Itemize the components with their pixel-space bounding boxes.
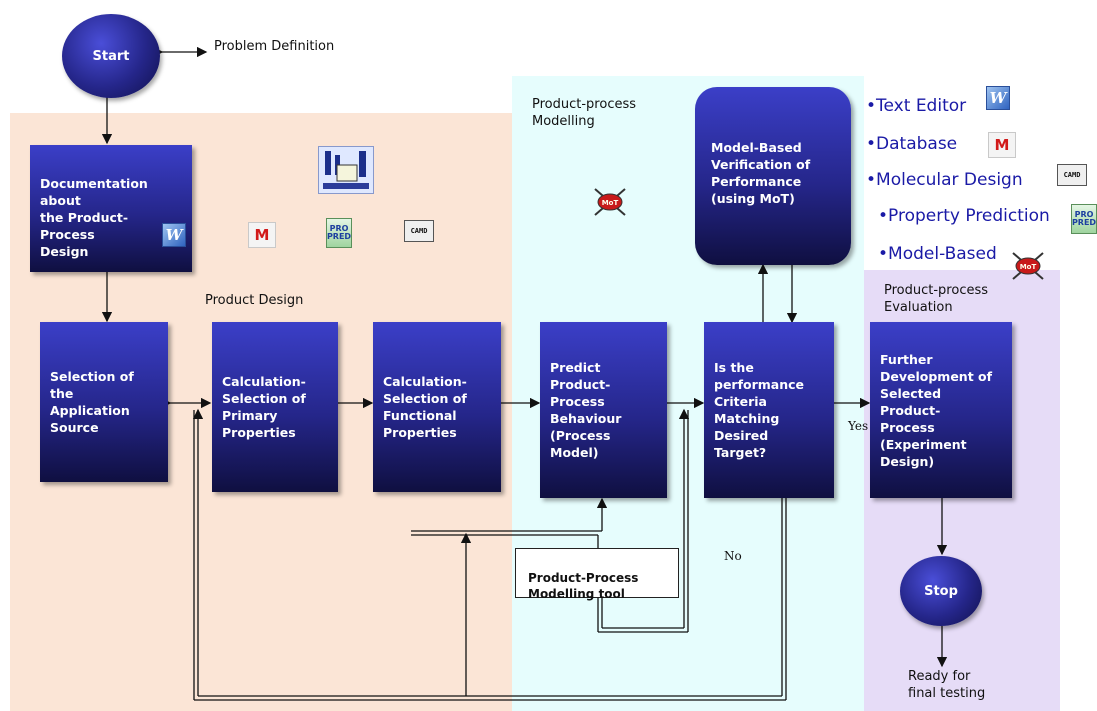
tool-database: •Database — [866, 134, 958, 154]
stop-label: Stop — [924, 583, 958, 599]
predict-label: Predict Product-Process Behaviour (Proce… — [550, 360, 622, 460]
product-design-label: Product Design — [205, 293, 304, 308]
svg-text:MoT: MoT — [1020, 263, 1037, 271]
start-node: Start — [62, 14, 160, 98]
predict-box: Predict Product-Process Behaviour (Proce… — [540, 322, 667, 498]
modelling-tool-box: Product-Process Modelling tool — [515, 548, 679, 601]
further-development-label: Further Development of Selected Product-… — [880, 351, 993, 469]
criteria-box: Is the performance Criteria Matching Des… — [704, 322, 834, 498]
no-label: No — [724, 549, 742, 563]
calc-primary-label: Calculation- Selection of Primary Proper… — [222, 374, 306, 440]
yes-label: Yes — [848, 419, 869, 433]
calc-functional-label: Calculation- Selection of Functional Pro… — [383, 374, 467, 440]
process-image-icon — [318, 146, 374, 194]
camd-icon: CAMD — [404, 220, 434, 242]
legend-word-icon: W — [986, 86, 1010, 110]
start-label: Start — [92, 48, 130, 64]
documentation-box: Documentation about the Product-Process … — [30, 145, 192, 272]
stop-node: Stop — [900, 556, 982, 626]
calc-primary-box: Calculation- Selection of Primary Proper… — [212, 322, 338, 492]
legend-m-database-icon: M — [988, 132, 1016, 158]
criteria-label: Is the performance Criteria Matching Des… — [714, 360, 805, 460]
legend-mot-icon: MoT — [1010, 250, 1046, 282]
modelling-tool-label: Product-Process Modelling tool — [528, 571, 639, 601]
mot-icon: MoT — [592, 186, 628, 218]
verification-label: Model-Based Verification of Performance … — [711, 140, 811, 206]
calc-functional-box: Calculation- Selection of Functional Pro… — [373, 322, 501, 492]
tool-property-prediction: •Property Prediction — [878, 206, 1050, 226]
m-database-icon: M — [248, 222, 276, 248]
legend-camd-icon: CAMD — [1057, 164, 1087, 186]
product-process-evaluation-label: Product-process Evaluation — [884, 283, 989, 315]
selection-source-label: Selection of the Application Source — [50, 369, 134, 435]
tool-text-editor: •Text Editor — [866, 96, 967, 116]
product-process-modelling-label: Product-process Modelling — [532, 97, 637, 129]
selection-source-box: Selection of the Application Source — [40, 322, 168, 482]
word-icon: W — [162, 223, 186, 247]
svg-text:MoT: MoT — [602, 199, 619, 207]
verification-box: Model-Based Verification of Performance … — [695, 87, 851, 265]
documentation-label: Documentation about the Product-Process … — [40, 176, 148, 259]
tool-molecular-design: •Molecular Design — [866, 170, 1023, 190]
tool-model-based: •Model-Based — [878, 244, 997, 264]
further-development-box: Further Development of Selected Product-… — [870, 322, 1012, 498]
ready-for-final-testing-label: Ready for final testing — [908, 669, 986, 701]
problem-definition-label: Problem Definition — [214, 39, 335, 54]
